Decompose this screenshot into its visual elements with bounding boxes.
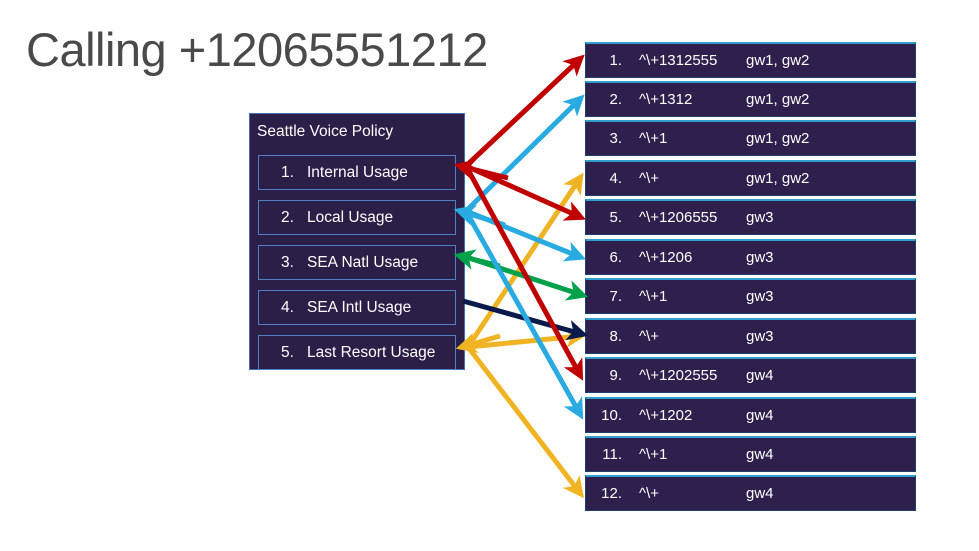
rule-gateways: gw4 [746,407,774,424]
rule-gateways: gw3 [746,249,774,266]
rule-row-6[interactable]: 6. ^\+1206 gw3 [585,239,916,275]
rule-pattern: ^\+ [639,485,659,502]
rule-row-1[interactable]: 1. ^\+1312555 gw1, gw2 [585,42,916,78]
rule-pattern: ^\+1202 [639,407,693,424]
rule-gateways: gw4 [746,485,774,502]
rule-number: 11. [602,446,622,463]
rule-gateways: gw1, gw2 [746,130,810,147]
rule-number: 5. [609,209,622,226]
rule-pattern: ^\+1 [639,288,668,305]
rule-row-8[interactable]: 8. ^\+ gw3 [585,318,916,354]
rule-pattern: ^\+1206555 [639,209,718,226]
rule-gateways: gw1, gw2 [746,170,810,187]
policy-item-number: 2. [281,209,294,226]
rule-gateways: gw3 [746,209,774,226]
rule-pattern: ^\+1202555 [639,367,718,384]
policy-item-number: 4. [281,299,294,316]
rule-gateways: gw3 [746,328,774,345]
connector-green [453,249,589,301]
rule-pattern: ^\+ [639,170,659,187]
policy-item-internal-usage[interactable]: 1. Internal Usage [258,155,456,190]
rule-pattern: ^\+1312 [639,91,693,108]
rule-number: 2. [609,91,622,108]
rule-row-11[interactable]: 11. ^\+1 gw4 [585,436,916,472]
policy-item-sea-natl-usage[interactable]: 3. SEA Natl Usage [258,245,456,280]
rule-row-2[interactable]: 2. ^\+1312 gw1, gw2 [585,81,916,117]
policy-item-sea-intl-usage[interactable]: 4. SEA Intl Usage [258,290,456,325]
rule-number: 1. [609,52,622,69]
rule-row-9[interactable]: 9. ^\+1202555 gw4 [585,357,916,393]
rule-pattern: ^\+1312555 [639,52,718,69]
policy-item-number: 5. [281,344,294,361]
rule-pattern: ^\+1 [639,446,668,463]
policy-item-label: SEA Intl Usage [307,299,412,316]
policy-item-local-usage[interactable]: 2. Local Usage [258,200,456,235]
policy-item-last-resort-usage[interactable]: 5. Last Resort Usage [258,335,456,370]
policy-item-label: Local Usage [307,209,394,226]
rule-number: 10. [601,407,622,424]
rule-row-7[interactable]: 7. ^\+1 gw3 [585,278,916,314]
policy-item-number: 1. [281,164,294,181]
connector-gold [455,172,587,499]
rule-gateways: gw1, gw2 [746,52,810,69]
connector-navy [462,298,589,341]
rule-row-10[interactable]: 10. ^\+1202 gw4 [585,397,916,433]
rule-number: 7. [609,288,622,305]
rule-row-5[interactable]: 5. ^\+1206555 gw3 [585,199,916,235]
voice-policy-title: Seattle Voice Policy [257,123,394,140]
rule-gateways: gw3 [746,288,774,305]
rule-pattern: ^\+1 [639,130,668,147]
rule-row-4[interactable]: 4. ^\+ gw1, gw2 [585,160,916,196]
voice-policy-panel: Seattle Voice Policy 1. Internal Usage 2… [249,113,465,370]
policy-item-label: Internal Usage [307,164,408,181]
rule-number: 12. [601,485,622,502]
rule-row-3[interactable]: 3. ^\+1 gw1, gw2 [585,120,916,156]
rule-gateways: gw4 [746,367,774,384]
policy-item-label: Last Resort Usage [307,344,436,361]
rule-number: 4. [609,170,622,187]
rule-gateways: gw4 [746,446,774,463]
rule-pattern: ^\+1206 [639,249,693,266]
page-title: Calling +12065551212 [26,23,488,76]
rule-gateways: gw1, gw2 [746,91,810,108]
rule-number: 9. [609,367,622,384]
rule-row-12[interactable]: 12. ^\+ gw4 [585,475,916,511]
connector-cyan [453,94,587,420]
rule-number: 3. [609,130,622,147]
rule-pattern: ^\+ [639,328,659,345]
policy-item-number: 3. [281,254,294,271]
connector-red [453,54,586,381]
policy-item-label: SEA Natl Usage [307,254,419,271]
rule-number: 6. [609,249,622,266]
rule-number: 8. [609,328,622,345]
